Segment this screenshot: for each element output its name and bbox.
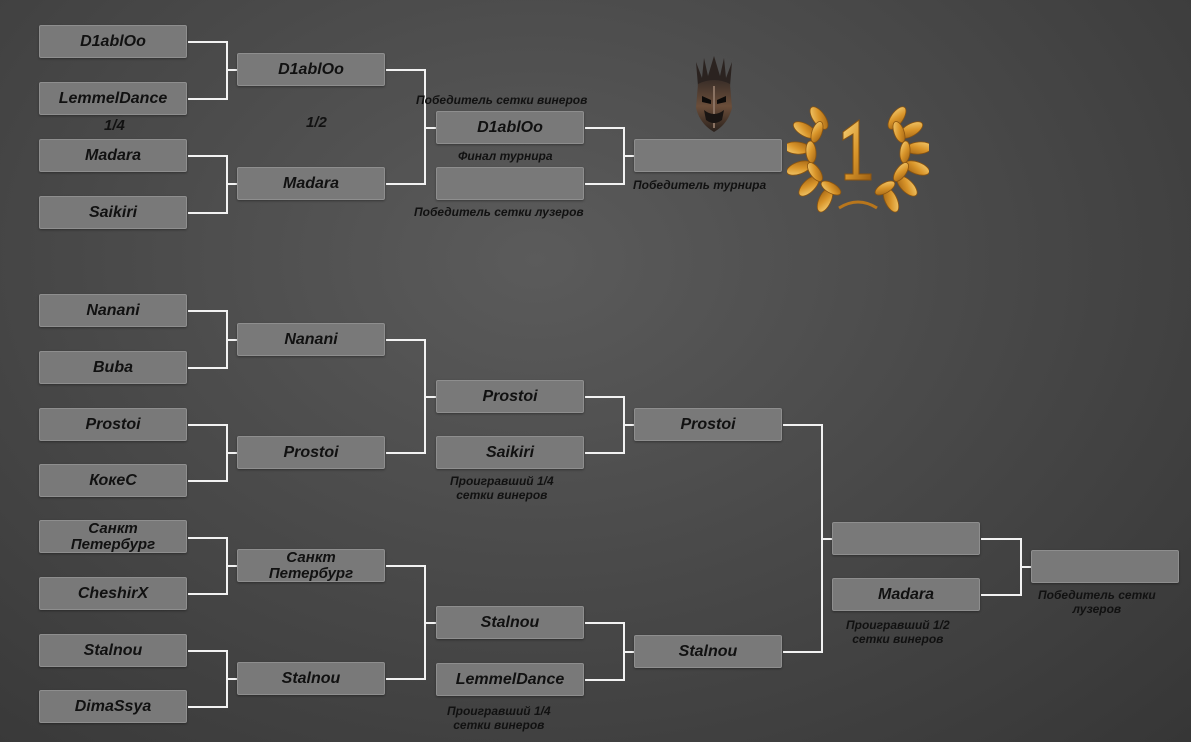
lower-r5-slot-1 xyxy=(832,522,980,555)
tournament-final-label: Финал турнира xyxy=(458,149,553,163)
lower-r1-slot-3: Prostoi xyxy=(39,408,187,441)
final-slot-losers xyxy=(436,167,584,200)
lower-r2-slot-1: Nanani xyxy=(237,323,385,356)
upper-r1-slot-2: LemmelDance xyxy=(39,82,187,115)
loser-quarter-label-a: Проигравший 1/4 сетки винеров xyxy=(450,474,554,502)
losers-bracket-winner-label: Победитель сетки лузеров xyxy=(414,205,584,219)
final-slot-winners: D1ablOo xyxy=(436,111,584,144)
semi-final-label: 1/2 xyxy=(306,114,327,131)
lower-r5-slot-2: Madara xyxy=(832,578,980,611)
losers-bracket-winner-final-label: Победитель сетки лузеров xyxy=(1038,588,1156,616)
winners-bracket-winner-label: Победитель сетки винеров xyxy=(416,93,588,107)
lower-r2-slot-3: Санкт Петербург xyxy=(237,549,385,582)
lower-r3-slot-2: Saikiri xyxy=(436,436,584,469)
lower-r2-slot-2: Prostoi xyxy=(237,436,385,469)
lower-r1-slot-4: КокеС xyxy=(39,464,187,497)
lower-r1-slot-2: Buba xyxy=(39,351,187,384)
loser-semi-label: Проигравший 1/2 сетки винеров xyxy=(846,618,950,646)
tournament-winner-label: Победитель турнира xyxy=(633,178,767,192)
lower-r4-slot-2: Stalnou xyxy=(634,635,782,668)
loser-quarter-label-b: Проигравший 1/4 сетки винеров xyxy=(447,704,551,732)
lower-r1-slot-6: CheshirX xyxy=(39,577,187,610)
lower-r1-slot-8: DimaSsya xyxy=(39,690,187,723)
lower-r2-slot-4: Stalnou xyxy=(237,662,385,695)
upper-r2-slot-1: D1ablOo xyxy=(237,53,385,86)
upper-r1-slot-4: Saikiri xyxy=(39,196,187,229)
lower-r1-slot-5: Санкт Петербург xyxy=(39,520,187,553)
lower-r1-slot-7: Stalnou xyxy=(39,634,187,667)
helmet-icon xyxy=(696,56,732,132)
lower-r1-slot-1: Nanani xyxy=(39,294,187,327)
laurel-first-place-icon xyxy=(787,106,929,213)
quarter-final-label: 1/4 xyxy=(104,117,125,134)
lower-r3-slot-3: Stalnou xyxy=(436,606,584,639)
upper-r1-slot-3: Madara xyxy=(39,139,187,172)
lower-r4-slot-1: Prostoi xyxy=(634,408,782,441)
upper-r2-slot-2: Madara xyxy=(237,167,385,200)
lower-r3-slot-1: Prostoi xyxy=(436,380,584,413)
champion-slot xyxy=(634,139,782,172)
losers-final-slot xyxy=(1031,550,1179,583)
lower-r3-slot-4: LemmelDance xyxy=(436,663,584,696)
upper-r1-slot-1: D1ablOo xyxy=(39,25,187,58)
